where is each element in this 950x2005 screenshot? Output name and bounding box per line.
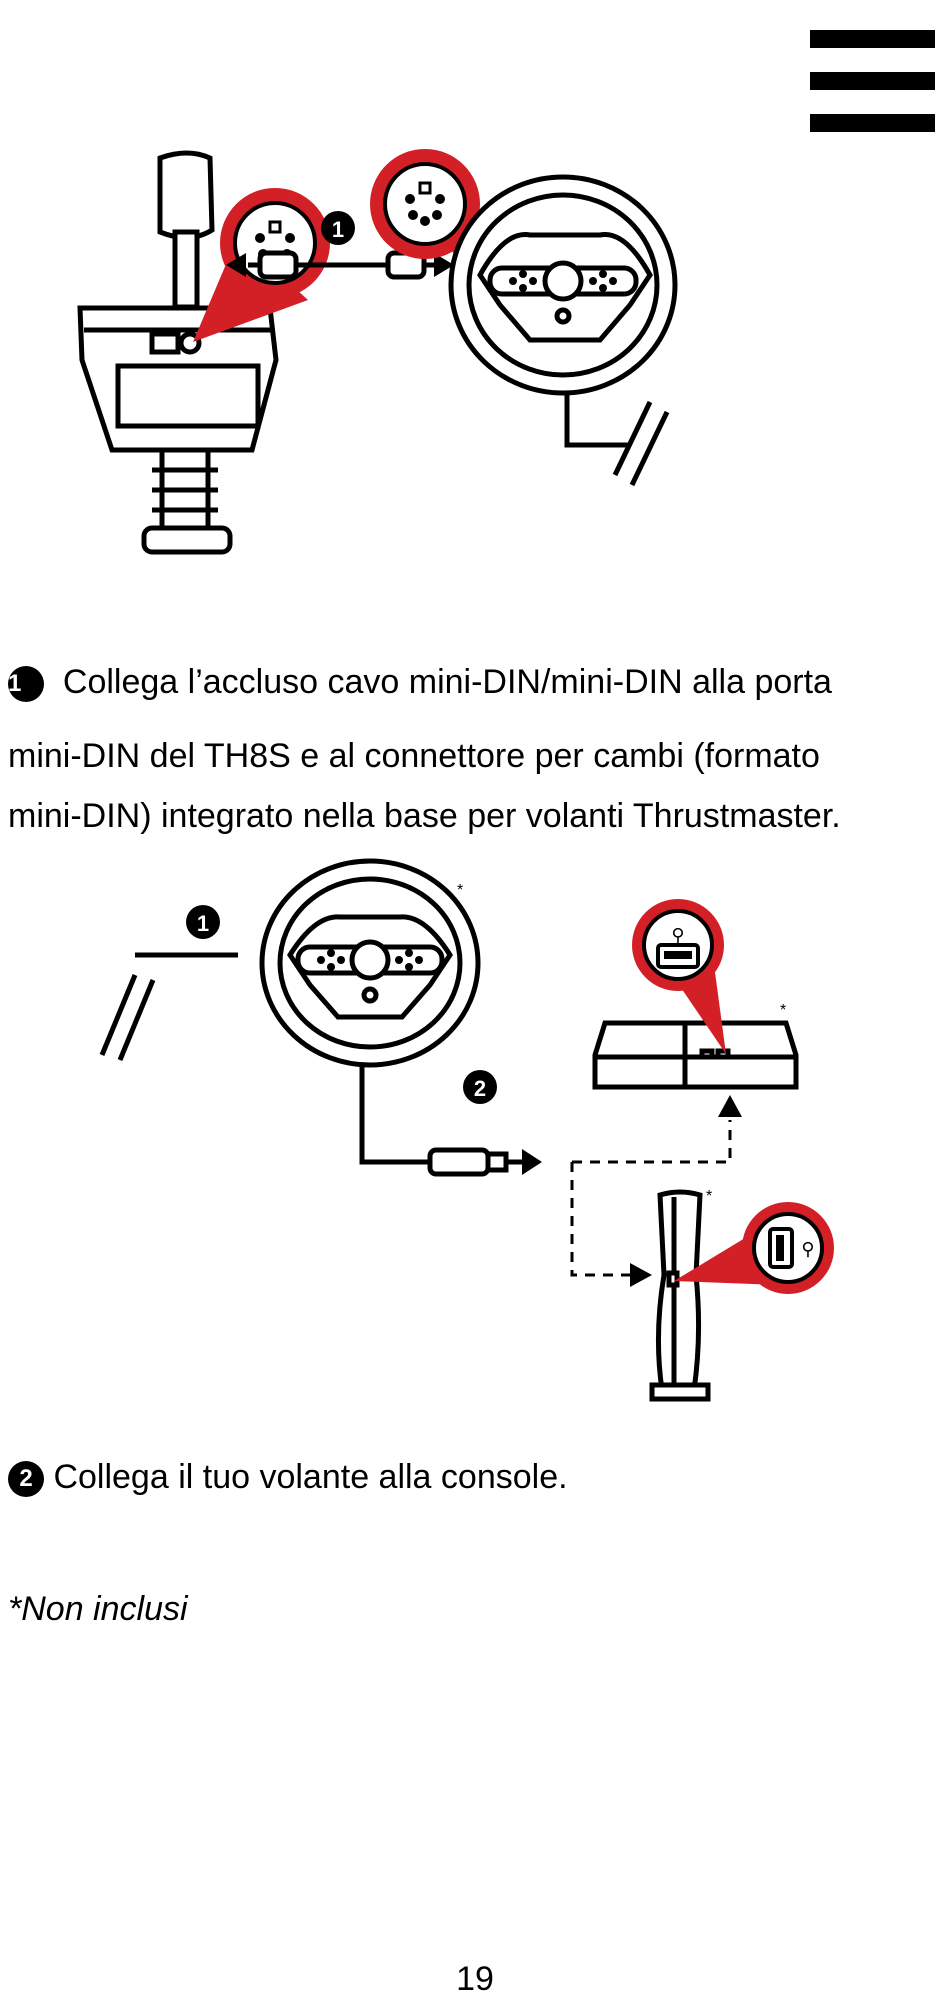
step-badge-2-text: 2	[474, 1076, 486, 1101]
gear-shifter-icon	[77, 150, 279, 555]
step-badge-1-fig2: 1	[186, 905, 220, 939]
console-horizontal-icon	[592, 1020, 799, 1090]
figure-wheel-console-connection: * 1 2 * ⚲ *	[99, 858, 834, 1402]
menu-bar-bottom	[810, 114, 935, 132]
racing-wheel-icon	[99, 858, 542, 1177]
footnote: *Non inclusi	[8, 1590, 188, 1628]
step1-line1-text: Collega l’accluso cavo mini-DIN/mini-DIN…	[62, 663, 832, 701]
step1-line-1: 1 Collega l’accluso cavo mini-DIN/mini-D…	[8, 645, 943, 719]
console-vertical-icon	[649, 1189, 711, 1402]
menu-bar-top	[810, 30, 935, 48]
arrow-right-console	[630, 1263, 652, 1287]
usb-port-icon: ⚲	[656, 925, 700, 969]
arrow-up-console	[718, 1095, 742, 1117]
step-badge-1-text: 1	[197, 911, 209, 936]
step1-badge: 1	[8, 666, 44, 703]
racing-wheel-icon	[448, 174, 678, 487]
usb-callout-bottom: ⚲	[674, 1202, 834, 1294]
svg-text:⚲: ⚲	[801, 1239, 814, 1259]
step-badge-1-fig1: 1	[321, 211, 355, 245]
mini-din-cable	[226, 250, 454, 280]
step2-badge: 2	[8, 1461, 44, 1498]
usb-callout-top: ⚲	[632, 899, 726, 1054]
step2-paragraph: 2 Collega il tuo volante alla console.	[8, 1440, 943, 1514]
svg-text:⚲: ⚲	[671, 925, 684, 945]
step-badge-text: 1	[332, 217, 344, 242]
hamburger-menu-icon[interactable]	[810, 30, 935, 135]
step1-paragraph: 1 Collega l’accluso cavo mini-DIN/mini-D…	[8, 645, 943, 853]
menu-bar-middle	[810, 72, 935, 90]
page-number: 19	[456, 1960, 494, 1998]
usb-port-icon-vertical: ⚲	[768, 1227, 815, 1269]
step2-text: Collega il tuo volante alla console.	[53, 1458, 568, 1496]
figure-shifter-wheel-connection: 1	[77, 149, 678, 555]
asterisk-console-horizontal: *	[780, 1002, 786, 1019]
step1-line-2: mini-DIN del TH8S e al connettore per ca…	[8, 737, 820, 775]
step1-line-3: mini-DIN) integrato nella base per volan…	[8, 797, 841, 835]
step-badge-2-fig2: 2	[463, 1070, 497, 1104]
asterisk-console-vertical: *	[706, 1188, 712, 1205]
dashed-connection-lines	[570, 1120, 732, 1277]
asterisk-wheel: *	[457, 882, 463, 899]
